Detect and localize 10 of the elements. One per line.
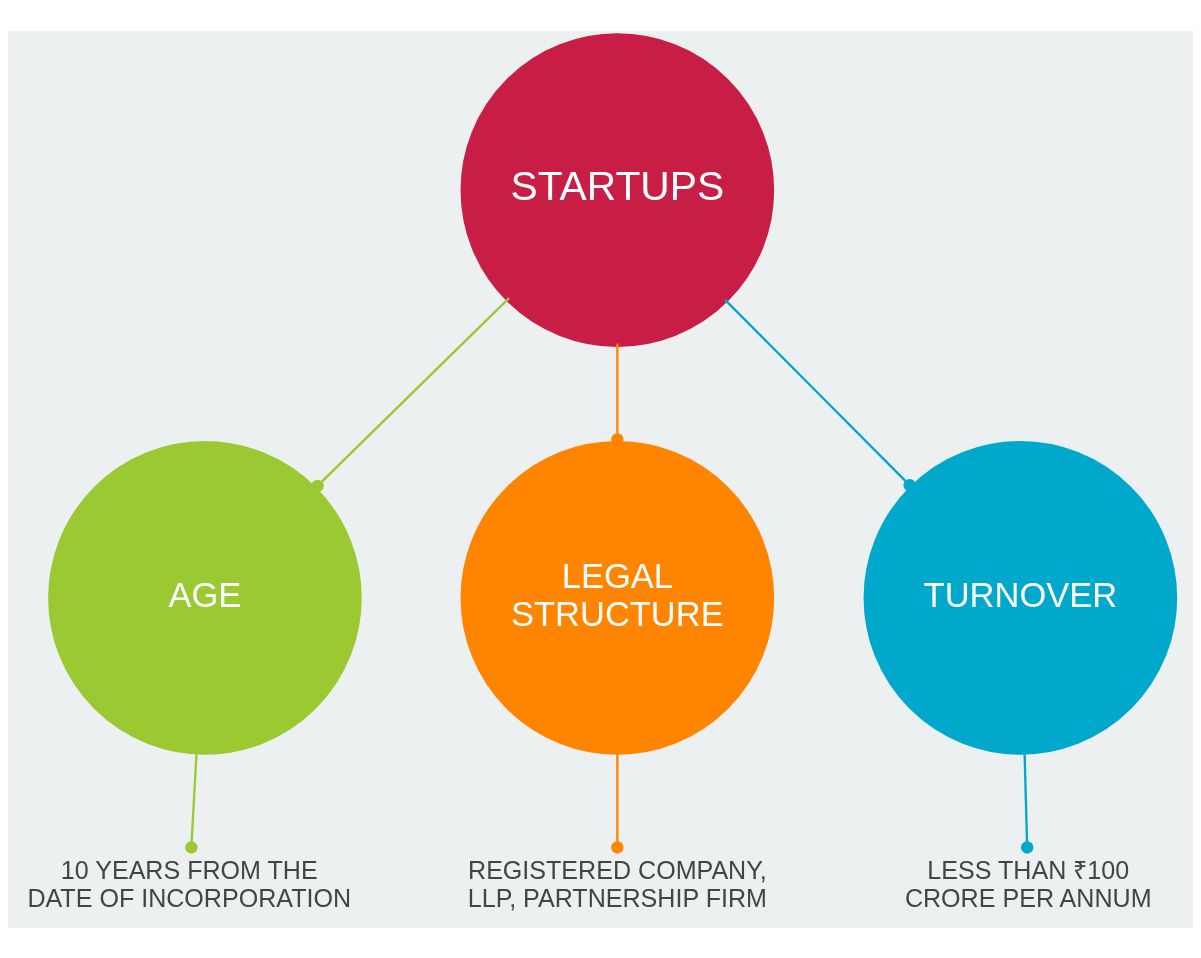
node-circle: TURNOVER xyxy=(863,440,1178,755)
connector xyxy=(311,296,510,492)
node-text: REGISTERED COMPANY, LLP, PARTNERSHIP FIRM xyxy=(467,855,767,912)
connector xyxy=(611,343,624,445)
node-circle: LEGAL STRUCTURE xyxy=(460,440,775,755)
node-text: LESS THAN ₹100 CRORE PER ANNUM xyxy=(904,855,1152,912)
node-circle: AGE xyxy=(48,440,362,755)
node-text: 10 YEARS FROM THE DATE OF INCORPORATION xyxy=(27,855,352,912)
node-circle: STARTUPS xyxy=(460,32,775,347)
connector xyxy=(724,298,916,491)
